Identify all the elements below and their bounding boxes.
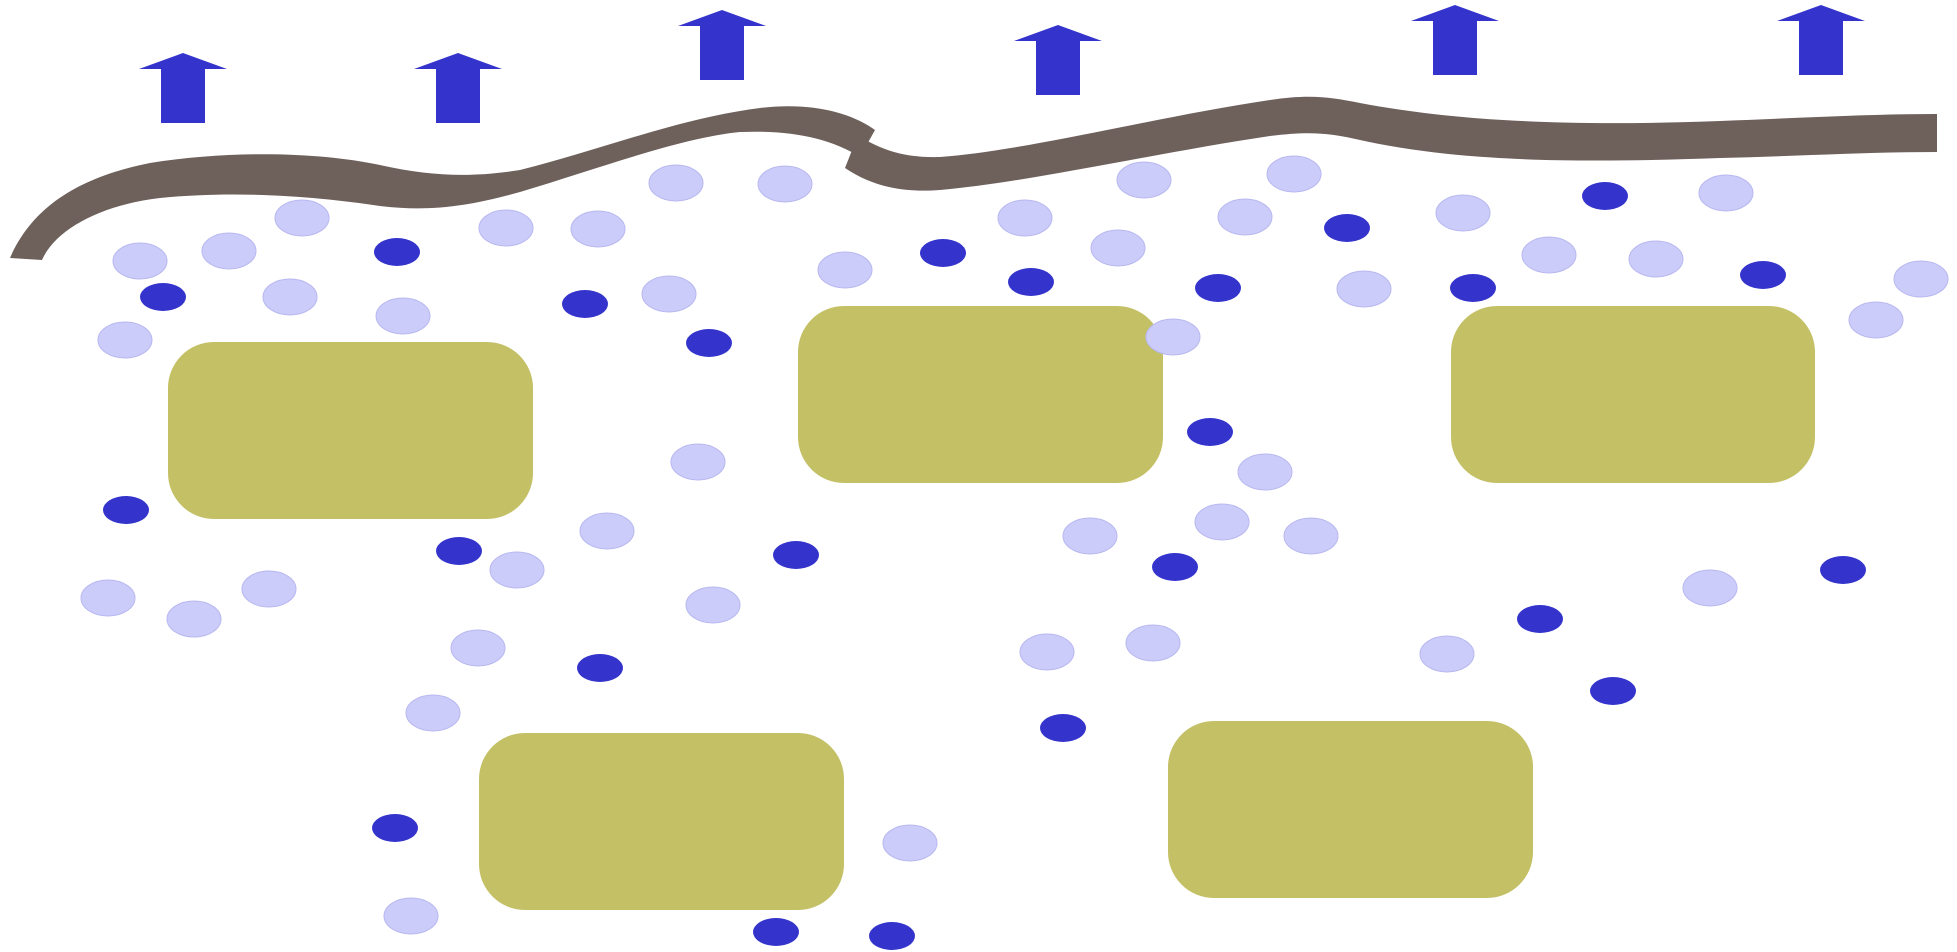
dark-particle-icon — [1450, 274, 1496, 302]
light-particle-icon — [1629, 241, 1683, 277]
light-particle-icon — [883, 825, 937, 861]
light-particle-icon — [1146, 319, 1200, 355]
light-particle-icon — [81, 580, 135, 616]
dark-particle-icon — [372, 814, 418, 842]
light-particle-icon — [1683, 570, 1737, 606]
light-particle-icon — [686, 587, 740, 623]
light-particle-icon — [98, 322, 152, 358]
dark-particle-icon — [140, 283, 186, 311]
dark-particle-icon — [374, 238, 420, 266]
dark-particle-icon — [1040, 714, 1086, 742]
dark-particle-icon — [1582, 182, 1628, 210]
light-particle-icon — [275, 200, 329, 236]
light-particle-icon — [1126, 625, 1180, 661]
light-particle-icon — [1849, 302, 1903, 338]
rounded-block — [168, 342, 533, 519]
light-particle-icon — [1699, 175, 1753, 211]
light-particle-icon — [479, 210, 533, 246]
dark-particle-icon — [686, 329, 732, 357]
light-particle-icon — [406, 695, 460, 731]
light-particle-icon — [384, 898, 438, 934]
dark-particle-icon — [920, 239, 966, 267]
light-particle-icon — [1020, 634, 1074, 670]
dark-particle-icon — [1324, 214, 1370, 242]
dark-particle-icon — [869, 922, 915, 950]
dark-particle-icon — [1187, 418, 1233, 446]
light-particle-icon — [1522, 237, 1576, 273]
light-particle-icon — [649, 165, 703, 201]
dark-particle-icon — [1590, 677, 1636, 705]
dark-particle-icon — [1195, 274, 1241, 302]
light-particle-icon — [818, 252, 872, 288]
light-particle-icon — [1063, 518, 1117, 554]
light-particle-icon — [1267, 156, 1321, 192]
rounded-block — [1451, 306, 1815, 483]
light-particle-icon — [1238, 454, 1292, 490]
dark-particle-icon — [773, 541, 819, 569]
rounded-block — [479, 733, 844, 910]
rounded-block — [1168, 721, 1533, 898]
light-particle-icon — [1091, 230, 1145, 266]
dark-particle-icon — [1517, 605, 1563, 633]
dark-particle-icon — [577, 654, 623, 682]
light-particle-icon — [642, 276, 696, 312]
light-particle-icon — [242, 571, 296, 607]
dark-particle-icon — [562, 290, 608, 318]
light-particle-icon — [113, 243, 167, 279]
dark-particle-icon — [1740, 261, 1786, 289]
light-particle-icon — [263, 279, 317, 315]
dark-particle-icon — [1152, 553, 1198, 581]
dark-particle-icon — [753, 918, 799, 946]
dark-particle-icon — [436, 537, 482, 565]
dark-particle-icon — [1008, 268, 1054, 296]
light-particle-icon — [1420, 636, 1474, 672]
light-particle-icon — [451, 630, 505, 666]
light-particle-icon — [571, 211, 625, 247]
dark-particle-icon — [1820, 556, 1866, 584]
light-particle-icon — [167, 601, 221, 637]
light-particle-icon — [998, 200, 1052, 236]
light-particle-icon — [490, 552, 544, 588]
light-particle-icon — [1218, 199, 1272, 235]
dark-particle-icon — [103, 496, 149, 524]
rounded-block — [798, 306, 1163, 483]
light-particle-icon — [376, 298, 430, 334]
light-particle-icon — [1117, 162, 1171, 198]
light-particle-icon — [580, 513, 634, 549]
light-particle-icon — [1284, 518, 1338, 554]
light-particle-icon — [1894, 261, 1948, 297]
light-particle-icon — [202, 233, 256, 269]
light-particle-icon — [1195, 504, 1249, 540]
light-particle-icon — [671, 444, 725, 480]
light-particle-icon — [1436, 195, 1490, 231]
light-particle-icon — [1337, 271, 1391, 307]
light-particle-icon — [758, 166, 812, 202]
